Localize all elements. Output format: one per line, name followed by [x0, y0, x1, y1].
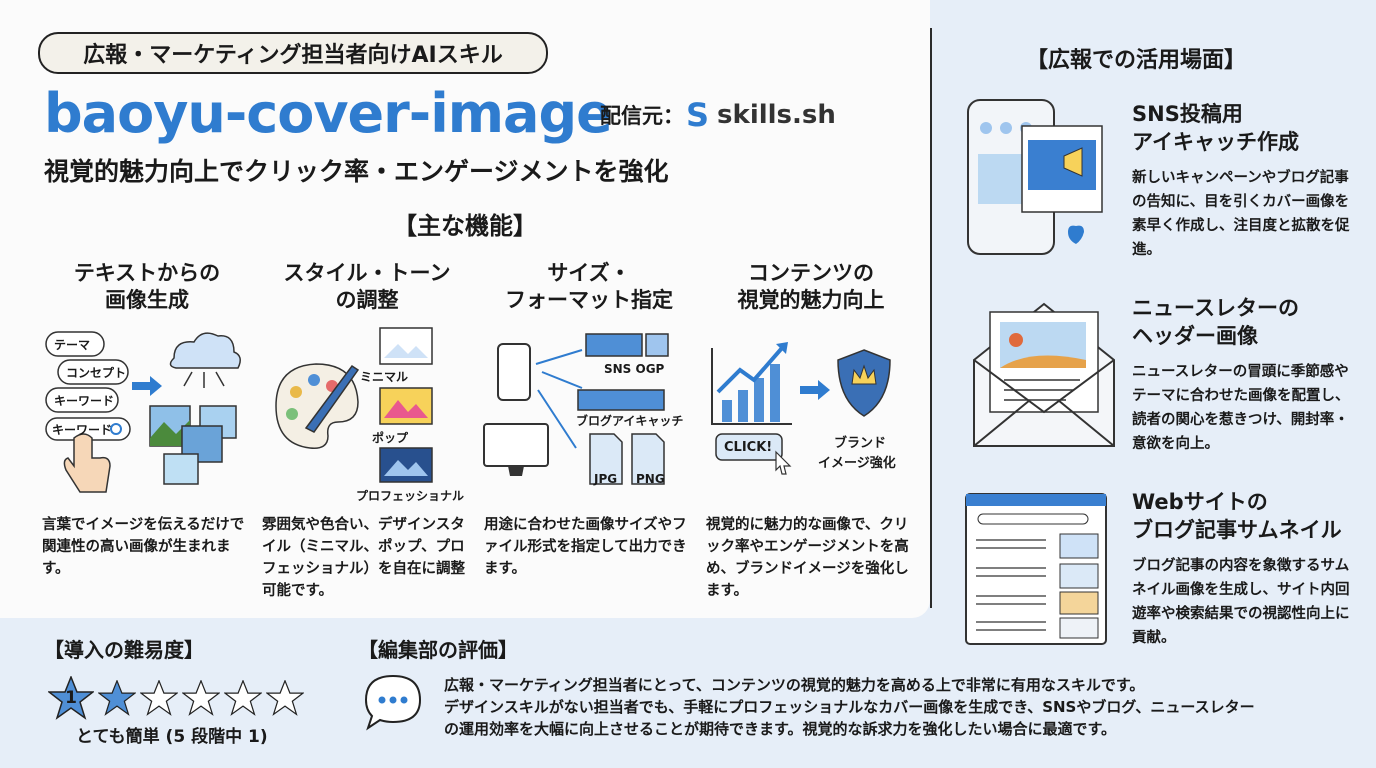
- distributor-name: skills.sh: [717, 100, 836, 130]
- vertical-divider: [930, 28, 932, 608]
- use-cases-heading: 【広報での活用場面】: [1026, 48, 1247, 73]
- keyword-label-concept: コンセプト: [66, 366, 127, 380]
- empty-star-icon: [140, 680, 178, 716]
- keyword-label-keyword: キーワード: [54, 394, 115, 408]
- evaluation-line: 広報・マーケティング担当者にとって、コンテンツの視覚的魅力を高める上で非常に有用…: [444, 676, 1145, 694]
- skills-sh-logo: S skills.sh: [686, 96, 836, 134]
- use-case-title: SNS投稿用 アイキャッチ作成: [1132, 102, 1299, 154]
- feature-description: 雰囲気や色合い、デザインスタイル（ミニマル、ポップ、プロフェッショナル）を自在に…: [262, 517, 465, 599]
- use-case-newsletter: ニュースレターの ヘッダー画像 ニュースレターの冒頭に季節感やテーマに合わせた画…: [1132, 294, 1362, 456]
- brand-label: ブランド: [834, 436, 887, 451]
- use-case-sns: SNS投稿用 アイキャッチ作成 新しいキャンペーンやブログ記事の告知に、目を引く…: [1132, 100, 1362, 262]
- feature-visual-appeal: コンテンツの 視覚的魅力向上 視覚的に魅力的な画像で、クリック率やエンゲージメン…: [706, 260, 916, 599]
- blog-thumbnail-illustration: [965, 493, 1107, 645]
- use-case-description: 新しいキャンペーンやブログ記事の告知に、目を引くカバー画像を素早く作成し、注目度…: [1132, 170, 1350, 258]
- chat-bubble-icon: [364, 674, 422, 731]
- feature-description: 言葉でイメージを伝えるだけで関連性の高い画像が生まれます。: [42, 517, 245, 577]
- brand-image-label: イメージ強化: [818, 456, 896, 471]
- click-label: CLICK!: [724, 440, 773, 455]
- style-label-pop: ポップ: [372, 431, 409, 445]
- evaluation-line: デザインスキルがない担当者でも、手軽にプロフェッショナルなカバー画像を生成でき、…: [444, 698, 1255, 716]
- feature-style-tone: スタイル・トーン の調整 雰囲気や色合い、デザインスタイル（ミニマル、ポップ、プ…: [262, 260, 472, 599]
- difficulty-caption: とても簡単 (5 段階中 1): [76, 727, 268, 747]
- feature-text-to-image: テキストからの 画像生成 言葉でイメージを伝えるだけで関連性の高い画像が生まれま…: [42, 260, 252, 577]
- evaluation-text: 広報・マーケティング担当者にとって、コンテンツの視覚的魅力を高める上で非常に有用…: [444, 674, 1344, 740]
- main-panel: [0, 0, 930, 618]
- difficulty-rating: 1: [46, 674, 304, 720]
- empty-star-icon: [224, 680, 262, 716]
- use-case-description: ブログ記事の内容を象徴するサムネイル画像を生成し、サイト内回遊率や検索結果での視…: [1132, 558, 1350, 646]
- star-level-icon: 1: [46, 674, 96, 720]
- filled-star-icon: [98, 680, 136, 716]
- feature-description: 用途に合わせた画像サイズやファイル形式を指定して出力できます。: [484, 517, 687, 577]
- feature-size-format: サイズ・ フォーマット指定 用途に合わせた画像サイズやファイル形式を指定して出力…: [484, 260, 694, 577]
- style-tone-illustration: [275, 327, 433, 483]
- use-case-description: ニュースレターの冒頭に季節感やテーマに合わせた画像を配置し、読者の関心を惹きつけ…: [1132, 364, 1350, 452]
- visual-appeal-illustration: [711, 342, 891, 475]
- keyword-label-theme: テーマ: [54, 338, 91, 352]
- empty-star-icon: [266, 680, 304, 716]
- use-case-title: Webサイトの ブログ記事サムネイル: [1132, 490, 1342, 542]
- size-format-illustration: [483, 333, 669, 485]
- feature-title: コンテンツの 視覚的魅力向上: [737, 261, 885, 312]
- style-label-professional: プロフェッショナル: [356, 489, 465, 503]
- distributor-label: 配信元：: [600, 104, 684, 128]
- style-label-minimal: ミニマル: [360, 370, 409, 384]
- format-label-sns-ogp: SNS OGP: [604, 362, 665, 376]
- feature-title: テキストからの 画像生成: [73, 261, 221, 312]
- newsletter-envelope-illustration: [973, 302, 1115, 447]
- skills-s-icon: S: [686, 96, 710, 134]
- format-label-png: PNG: [636, 472, 665, 486]
- use-case-blog: Webサイトの ブログ記事サムネイル ブログ記事の内容を象徴するサムネイル画像を…: [1132, 488, 1362, 650]
- evaluation-line: の運用効率を大幅に向上させることが期待できます。視覚的な訴求力を強化したい場合に…: [444, 720, 1117, 738]
- use-case-title: ニュースレターの ヘッダー画像: [1132, 296, 1299, 348]
- empty-star-icon: [182, 680, 220, 716]
- skill-title: baoyu-cover-image: [44, 82, 613, 145]
- format-label-blog-eyecatch: ブログアイキャッチ: [576, 414, 684, 428]
- feature-title: サイズ・ フォーマット指定: [505, 261, 673, 312]
- difficulty-heading: 【導入の難易度】: [44, 638, 204, 662]
- feature-description: 視覚的に魅力的な画像で、クリック率やエンゲージメントを高め、ブランドイメージを強…: [706, 517, 909, 599]
- format-label-jpg: JPG: [594, 472, 618, 486]
- feature-title: スタイル・トーン の調整: [283, 261, 451, 312]
- features-heading: 【主な機能】: [393, 212, 537, 240]
- audience-tag: 広報・マーケティング担当者向けAIスキル: [38, 32, 548, 74]
- difficulty-level: 1: [65, 688, 77, 708]
- evaluation-heading: 【編集部の評価】: [358, 638, 518, 662]
- subtitle: 視覚的魅力向上でクリック率・エンゲージメントを強化: [44, 157, 669, 186]
- sns-post-illustration: [967, 99, 1103, 255]
- search-keyword-label: キーワード: [52, 423, 113, 437]
- text-to-image-illustration: [45, 331, 241, 493]
